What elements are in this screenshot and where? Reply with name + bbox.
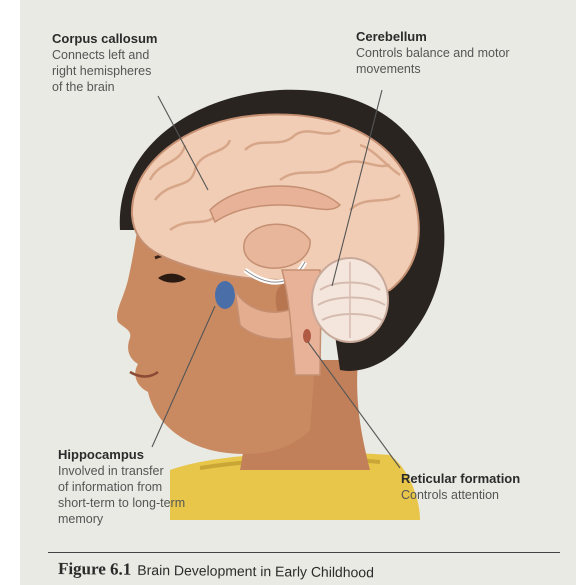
- figure-caption: Figure 6.1 Brain Development in Early Chi…: [58, 559, 374, 582]
- label-title: Cerebellum: [356, 28, 510, 45]
- figure-number: Figure 6.1: [58, 559, 132, 579]
- label-title: Corpus callosum: [52, 30, 157, 47]
- label-reticular-formation: Reticular formation Controls attention: [401, 470, 520, 503]
- label-desc: Controls attention: [401, 487, 520, 503]
- label-corpus-callosum: Corpus callosum Connects left and right …: [52, 30, 157, 95]
- hippocampus-shape: [215, 281, 235, 309]
- reticular-formation-shape: [303, 329, 311, 343]
- label-desc: Connects left and right hemispheres of t…: [52, 47, 157, 95]
- label-desc: Involved in transfer of information from…: [58, 463, 185, 527]
- label-hippocampus: Hippocampus Involved in transfer of info…: [58, 446, 185, 527]
- caption-text: Brain Development in Early Childhood: [137, 562, 374, 580]
- label-title: Reticular formation: [401, 470, 520, 487]
- caption-rule: [48, 552, 560, 553]
- label-title: Hippocampus: [58, 446, 185, 463]
- cerebellum-shape: [312, 258, 388, 342]
- figure-page: Corpus callosum Connects left and right …: [20, 0, 576, 585]
- label-desc: Controls balance and motor movements: [356, 45, 510, 77]
- label-cerebellum: Cerebellum Controls balance and motor mo…: [356, 28, 510, 77]
